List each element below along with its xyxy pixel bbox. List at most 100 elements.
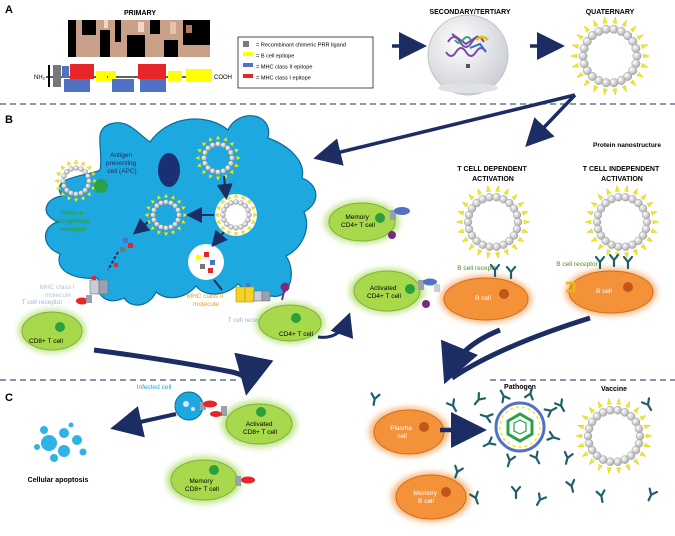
protein-subunit bbox=[246, 212, 252, 218]
protein-subunit bbox=[64, 169, 70, 175]
protein-subunit bbox=[242, 203, 248, 209]
heading-primary: PRIMARY bbox=[124, 10, 156, 17]
b-cell-epitope-spike bbox=[60, 191, 66, 197]
b-cell-epitope-spike bbox=[236, 155, 241, 161]
b-cell-epitope-spike bbox=[468, 243, 475, 251]
legend: = Recombinant chimeric PRR ligand= B cel… bbox=[237, 36, 374, 89]
b-cell-epitope-spike bbox=[67, 196, 72, 201]
bcr-mid-label: B cell receptor bbox=[457, 265, 499, 272]
memory-b-label: Memory B cell bbox=[413, 490, 438, 505]
b-cell-epitope-spike bbox=[606, 188, 612, 195]
b-cell-epitope-spike bbox=[633, 406, 640, 414]
protein-subunit bbox=[592, 451, 602, 460]
b-cell-epitope-spike bbox=[208, 174, 214, 180]
protein-subunit bbox=[628, 240, 637, 249]
b-cell-epitope-spike bbox=[650, 211, 658, 216]
protein-subunit bbox=[61, 183, 67, 189]
b-cell-epitope-spike bbox=[598, 464, 603, 471]
b-cell-epitope-spike bbox=[640, 243, 647, 251]
b-cell-epitope-spike bbox=[457, 228, 465, 233]
protein-subunit bbox=[233, 225, 239, 231]
protein-subunit bbox=[596, 204, 606, 213]
protein-subunit bbox=[205, 165, 211, 171]
protein-subunit bbox=[175, 217, 181, 223]
activated-cd8-t-cell bbox=[225, 403, 293, 445]
protein-subunit bbox=[172, 203, 178, 209]
protein-subunit bbox=[228, 200, 234, 206]
b-cell-epitope-spike bbox=[576, 72, 584, 78]
b-cell-epitope-spike bbox=[163, 193, 169, 198]
protein-subunit bbox=[467, 231, 477, 240]
protein-subunit bbox=[513, 217, 523, 227]
b-cell-epitope-spike bbox=[240, 195, 245, 200]
protein-subunit bbox=[463, 217, 473, 227]
protein-subunit bbox=[478, 240, 487, 249]
protein-subunit bbox=[64, 187, 70, 193]
protein-subunit bbox=[472, 236, 481, 245]
pathogen bbox=[494, 401, 546, 453]
protein-subunit bbox=[86, 178, 92, 184]
cd8-label: CD8+ T cell bbox=[29, 338, 63, 345]
b-cell-epitope-spike bbox=[86, 191, 92, 197]
nanoparticle-at-prr bbox=[54, 159, 98, 203]
protein-subunit bbox=[583, 431, 593, 441]
b-cell-epitope-spike bbox=[157, 195, 162, 200]
b-cell-epitope-spike bbox=[495, 252, 500, 259]
b-cell-epitope-spike bbox=[593, 85, 599, 93]
protein-subunit bbox=[163, 225, 169, 231]
b-cell-epitope-spike bbox=[624, 252, 629, 259]
b-cell-epitope-spike bbox=[612, 88, 617, 96]
protein-subunit bbox=[73, 165, 79, 171]
bcr-right bbox=[566, 253, 634, 293]
protein-subunit bbox=[606, 406, 615, 415]
mhc-class-ii-molecule bbox=[235, 283, 271, 303]
b-cell-epitope-spike bbox=[468, 193, 475, 201]
protein-subunit bbox=[579, 59, 589, 69]
b-cell-epitope-spike bbox=[215, 176, 221, 181]
cd4-label: CD4+ T cell bbox=[279, 331, 313, 338]
b-cell-epitope-spike bbox=[163, 232, 169, 237]
legend-label: = B cell epitope bbox=[256, 54, 294, 60]
b-cell-epitope-spike bbox=[588, 406, 595, 414]
b-cell-epitope-spike bbox=[150, 225, 156, 231]
protein-subunit bbox=[609, 24, 619, 34]
protein-subunit bbox=[614, 242, 623, 251]
protein-subunit bbox=[78, 166, 84, 172]
b-cell-epitope-spike bbox=[240, 230, 245, 235]
protein-subunit bbox=[594, 76, 604, 85]
protein-subunit bbox=[220, 212, 226, 218]
b-cell-epitope-spike bbox=[643, 424, 651, 430]
b-cell-epitope-spike bbox=[639, 451, 647, 457]
arrow-to-apoptosis bbox=[110, 406, 177, 438]
b-cell-epitope-spike bbox=[486, 185, 491, 192]
protein-subunit bbox=[620, 455, 630, 464]
b-cell-epitope-spike bbox=[216, 206, 221, 211]
protein-subunit bbox=[158, 224, 164, 230]
b-cell-epitope-spike bbox=[643, 53, 650, 59]
heading-quaternary: QUATERNARY bbox=[586, 9, 635, 16]
b-cell-epitope-spike bbox=[641, 63, 649, 68]
memory-b-cell bbox=[395, 474, 467, 520]
bound-antibody bbox=[543, 403, 560, 418]
protein-subunit bbox=[68, 190, 74, 196]
protein-subunit bbox=[616, 76, 626, 85]
b-cell-epitope-spike bbox=[521, 228, 529, 233]
b-cell-epitope-spike bbox=[486, 252, 491, 259]
protein-subunit bbox=[225, 145, 231, 151]
protein-subunit bbox=[621, 242, 630, 251]
b-cell-epitope-spike bbox=[652, 219, 660, 225]
arrow-to-apc bbox=[313, 93, 576, 166]
arrow-b-to-c-right-1 bbox=[441, 327, 501, 385]
protein-subunit bbox=[168, 200, 174, 206]
protein-subunit bbox=[478, 195, 487, 204]
pathogen-label: Pathogen bbox=[504, 384, 536, 391]
tcr-left-label: T cell receptor bbox=[21, 299, 63, 306]
legend-label: = MHC class II epitope bbox=[256, 65, 312, 71]
heading-t-dependent: T CELL DEPENDENT ACTIVATION bbox=[457, 166, 528, 183]
protein-subunit bbox=[631, 43, 641, 53]
b-cell-epitope-spike bbox=[233, 193, 239, 198]
b-cell-epitope-spike bbox=[495, 185, 500, 192]
protein-subunit bbox=[512, 224, 522, 234]
b-cell-epitope-spike bbox=[477, 249, 483, 256]
sequence-heatmap bbox=[68, 20, 210, 57]
